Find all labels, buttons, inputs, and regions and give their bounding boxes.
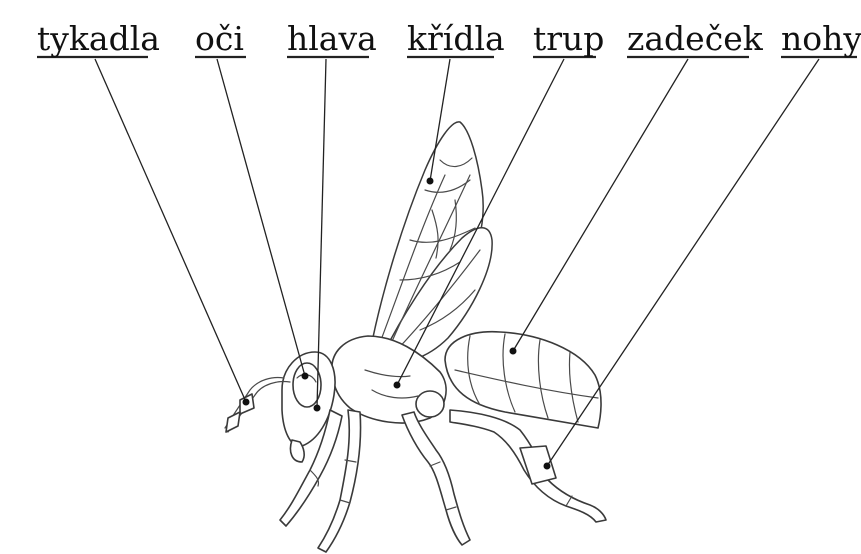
petiole xyxy=(416,391,444,417)
dot-nohy xyxy=(544,463,551,470)
label-nohy: nohy xyxy=(781,19,861,58)
dot-trup xyxy=(394,382,401,389)
label-trup: trup xyxy=(533,19,604,58)
legs xyxy=(280,410,606,552)
leader-tykadla xyxy=(95,59,246,402)
label-kridla: křídla xyxy=(407,19,505,58)
dot-oci xyxy=(302,373,309,380)
leader-oci xyxy=(217,59,305,376)
dot-zadecek xyxy=(510,348,517,355)
label-hlava: hlava xyxy=(287,19,377,58)
labels: tykadla oči hlava křídla trup zadeček no… xyxy=(37,19,861,58)
label-zadecek: zadeček xyxy=(627,19,764,58)
dot-tykadla xyxy=(243,399,250,406)
dot-kridla xyxy=(427,178,434,185)
dot-hlava xyxy=(314,405,321,412)
label-oci: oči xyxy=(195,19,244,58)
label-tykadla: tykadla xyxy=(37,19,160,58)
wasp-drawing xyxy=(225,122,606,552)
leader-nohy xyxy=(547,59,819,466)
leader-zadecek xyxy=(513,59,688,351)
